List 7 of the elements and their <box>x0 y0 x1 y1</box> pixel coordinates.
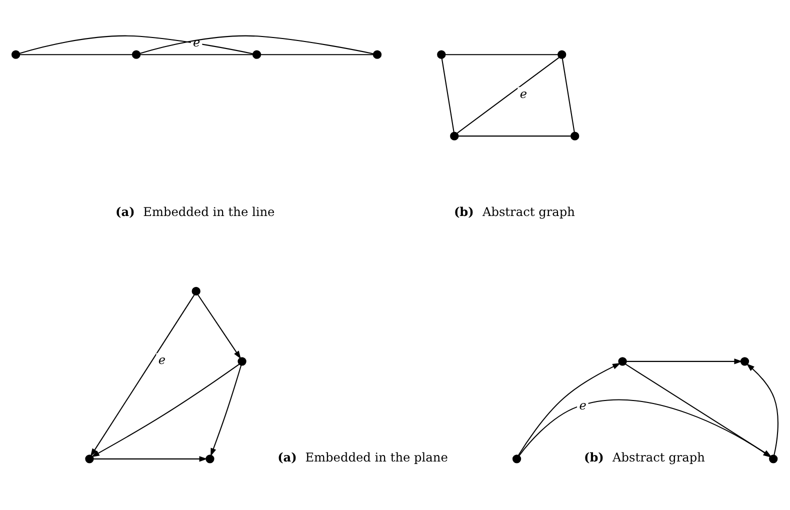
label: (b) Abstract graph <box>584 450 705 464</box>
label: (a) Embedded in the line <box>115 204 275 219</box>
edge-label: e <box>579 398 586 412</box>
edge-label: e <box>158 353 166 368</box>
edge-label: e <box>520 87 528 102</box>
label: (b) Abstract graph <box>454 204 575 219</box>
label: (a) Embedded in the plane <box>278 450 448 464</box>
